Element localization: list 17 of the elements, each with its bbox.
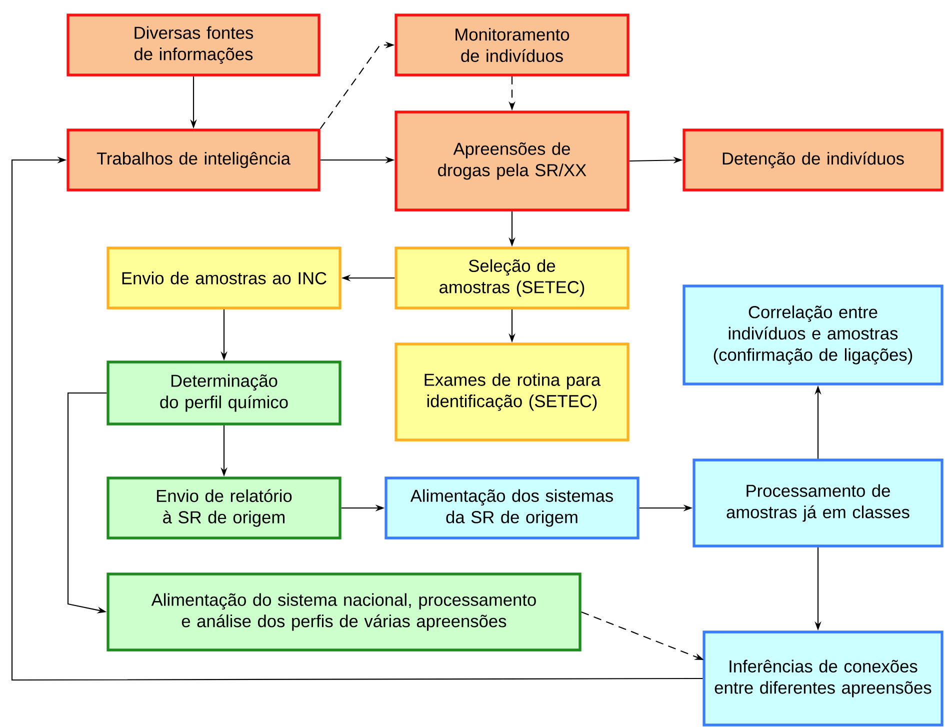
process-box: Envio de amostras ao INC — [106, 246, 342, 310]
process-box: Processamento de amostras já em classes — [692, 458, 944, 548]
process-box: Diversas fontes de informações — [66, 14, 320, 76]
arrow — [11, 156, 703, 681]
process-box: Seleção de amostras (SETEC) — [394, 246, 630, 310]
process-box: Correlação entre indivíduos e amostras (confirmação de ligações) — [682, 284, 944, 386]
process-box: Inferências de conexões entre diferentes apreensões — [702, 630, 944, 726]
process-box: Alimentação do sistema nacional, processamento e análise dos perfis de várias apreensões — [106, 572, 582, 652]
process-box: Trabalhos de inteligência — [66, 128, 320, 192]
process-box: Apreensões de drogas pela SR/XX — [394, 110, 630, 212]
process-box: Envio de relatório à SR de origem — [106, 476, 342, 540]
arrow — [67, 392, 107, 614]
process-box: Exames de rotina para identificação (SETEC) — [394, 342, 630, 442]
process-box: Monitoramento de indivíduos — [394, 14, 630, 76]
process-box: Determinação do perfil químico — [106, 360, 342, 426]
process-box: Detenção de indivíduos — [682, 128, 944, 192]
process-box: Alimentação dos sistemas da SR de origem — [384, 476, 640, 540]
